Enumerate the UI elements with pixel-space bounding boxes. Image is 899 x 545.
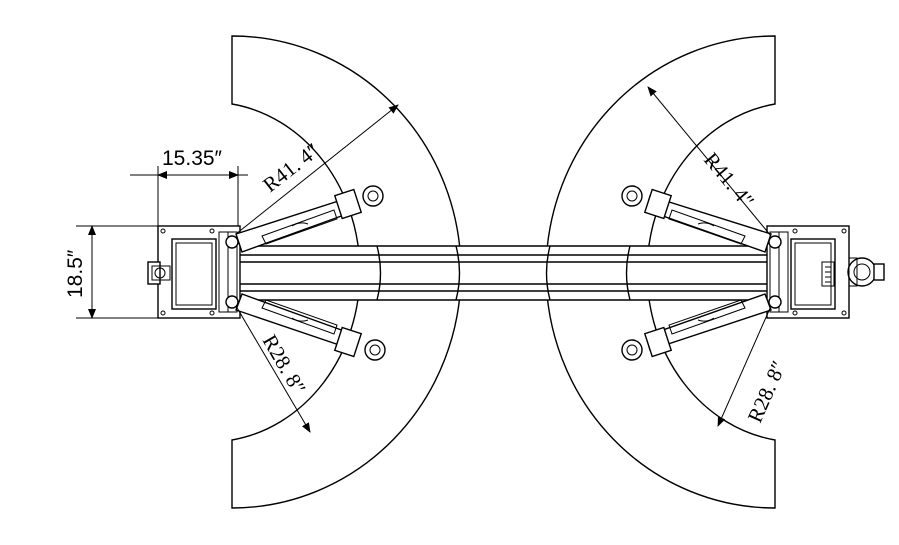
column-width-dimension <box>130 166 248 226</box>
left-lower-lift-arm <box>235 293 386 361</box>
left-upper-lift-arm <box>235 185 384 253</box>
right-inner-radius-label: R28. 8″ <box>743 357 791 426</box>
left-inner-radius-label: R28. 8″ <box>258 331 311 399</box>
right-outer-radius-label: R41. 4″ <box>699 148 759 213</box>
left-outer-radius-label: R41. 4″ <box>258 138 324 197</box>
left-column-post <box>147 225 241 319</box>
column-depth-dimension <box>76 225 158 319</box>
left-outer-radius-leader <box>235 104 399 235</box>
width-dimension-label: 15.35″ <box>162 147 223 170</box>
height-dimension-label: 18.5″ <box>64 249 87 298</box>
left-inner-radius-leader <box>235 305 311 433</box>
right-lower-lift-arm <box>621 293 772 361</box>
right-inner-radius-leader <box>717 305 772 427</box>
right-upper-lift-arm <box>621 185 772 253</box>
cross-beam <box>238 245 768 301</box>
right-outer-radius-leader <box>647 86 772 237</box>
right-column-post <box>766 225 885 319</box>
